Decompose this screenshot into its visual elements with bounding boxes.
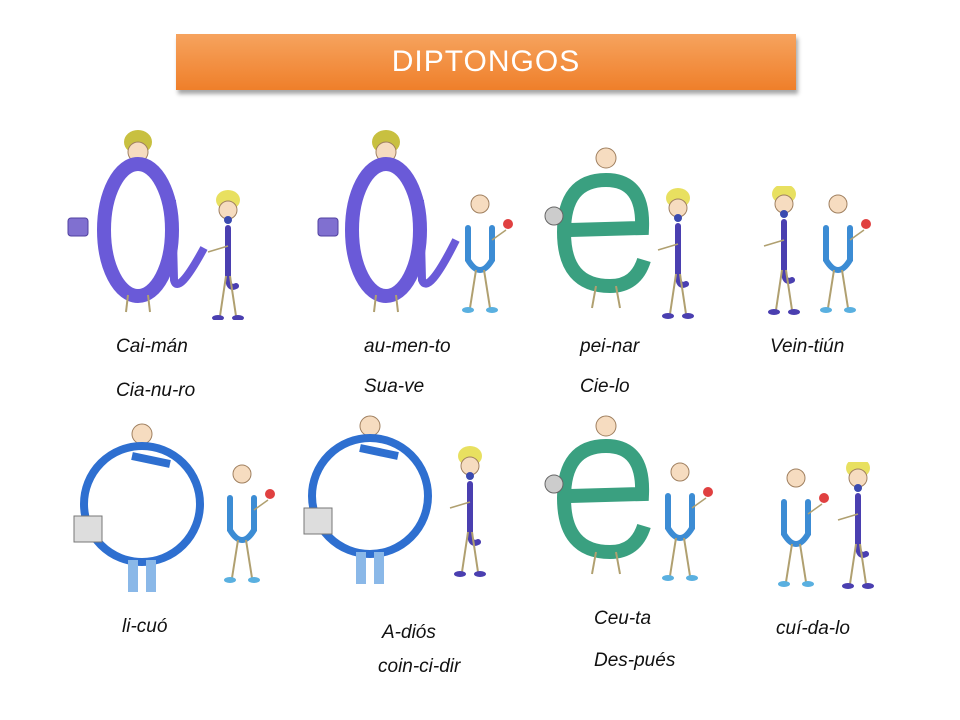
word-aumento: au-men-to [364, 336, 451, 357]
word-cuidalo: cuí-da-lo [776, 618, 850, 639]
word-ceuta: Ceu-ta [594, 608, 652, 629]
word-despues: Des-pués [594, 650, 676, 671]
figure-e-u [544, 415, 720, 588]
word-suave: Sua-ve [364, 376, 425, 397]
figure-a-u [317, 130, 516, 320]
word-peinar: pei-nar [580, 336, 640, 357]
word-coincidir: coin-ci-dir [378, 656, 461, 677]
title-banner: DIPTONGOS [176, 34, 796, 90]
page-title: DIPTONGOS [391, 45, 581, 78]
figure-e-i [544, 147, 720, 320]
word-veintiun: Vein-tiún [770, 336, 845, 357]
figure-i-u [760, 186, 900, 326]
figure-a-i [67, 130, 264, 320]
word-licuo: li-cuó [122, 616, 168, 637]
figure-u-i [774, 462, 904, 592]
word-adios: A-diós [382, 622, 436, 643]
figure-o-u [73, 423, 290, 592]
figure-o-i [303, 415, 500, 584]
word-caiman: Cai-mán [116, 336, 188, 357]
word-cielo: Cie-lo [580, 376, 630, 397]
word-cianuro: Cia-nu-ro [116, 380, 196, 401]
